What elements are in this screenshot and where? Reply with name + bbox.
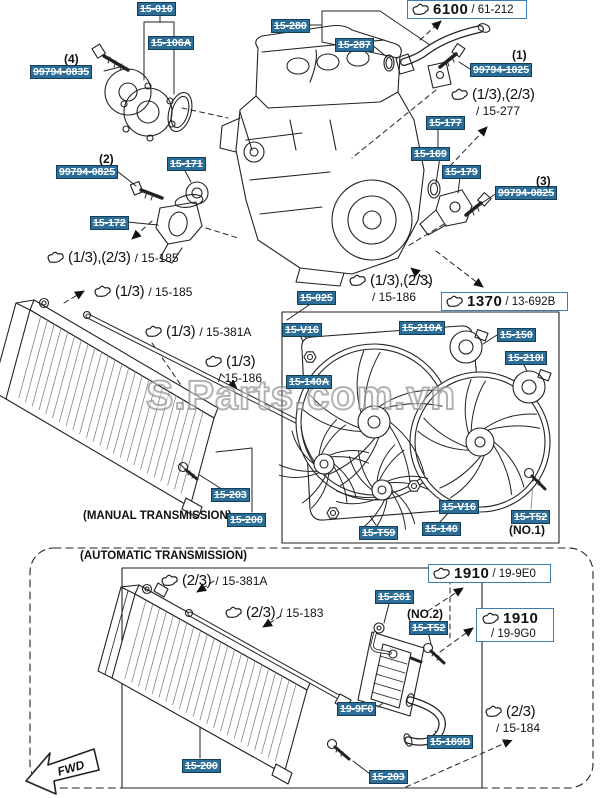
water-pump-drawing: [104, 68, 193, 142]
part-label-15-v16[interactable]: 15-V16: [282, 323, 322, 337]
fwd-arrow: FWD: [25, 748, 100, 795]
part-label-15-169[interactable]: 15-169: [411, 147, 450, 161]
auto-section-drawing: [29, 547, 594, 789]
qty-note: (4): [64, 52, 79, 66]
part-ref-note-15-184: (2/3)/ 15-184: [484, 703, 540, 735]
part-label-15-179[interactable]: 15-179: [442, 165, 481, 179]
ref-box-19-9e0[interactable]: 1910/ 19-9E0: [428, 564, 551, 583]
bolt-drawing: [91, 43, 130, 72]
engine-ref-icon: [485, 705, 502, 717]
part-label-15-189b[interactable]: 15-189B: [427, 735, 474, 749]
part-label-15-287[interactable]: 15-287: [335, 38, 374, 52]
part-label-15-210i[interactable]: 15-210I: [505, 351, 547, 365]
part-label-15-t52[interactable]: 15-T52: [511, 510, 551, 524]
part-label-15-t59[interactable]: 15-T59: [359, 526, 399, 540]
part-ref-note-15-185: (1/3)/ 15-185: [93, 283, 192, 301]
part-label-99794-0835[interactable]: 99794-0835: [30, 65, 93, 79]
engine-ref-icon: [433, 567, 450, 579]
hose-drawing: [403, 693, 446, 747]
part-label-15-261[interactable]: 15-261: [375, 590, 414, 604]
part-ref-note-15-186: (1/3),(2/3)/ 15-186: [348, 272, 433, 304]
bolt-drawing-auto: [326, 738, 351, 761]
engine-ref-icon: [349, 274, 366, 286]
qty-note: (NO.1): [509, 523, 545, 537]
part-label-15-280[interactable]: 15-280: [271, 19, 310, 33]
part-label-15-171[interactable]: 15-171: [167, 157, 206, 171]
engine-ref-icon: [225, 606, 242, 618]
part-label-99794-0825[interactable]: 99794-0825: [495, 186, 558, 200]
engine-ref-icon: [205, 355, 222, 367]
ref-box-13-692b[interactable]: 1370/ 13-692B: [441, 292, 568, 311]
thermostat-drawing: [129, 180, 209, 264]
caption-manual-transmission: (MANUAL TRANSMISSION): [83, 510, 232, 522]
engine-ref-icon: [451, 88, 468, 100]
cooler-fitting-drawing: [370, 622, 398, 659]
part-label-15-025[interactable]: 15-025: [297, 291, 336, 305]
part-ref-note-15-381a: (1/3)/ 15-381A: [144, 323, 251, 341]
part-label-15-210a[interactable]: 15-210A: [399, 321, 446, 335]
engine-ref-icon: [47, 251, 64, 263]
part-label-99794-0825[interactable]: 99794-0825: [56, 165, 119, 179]
part-ref-note-15-185: (1/3),(2/3)/ 15-185: [46, 249, 179, 267]
engine-ref-icon: [145, 325, 162, 337]
part-label-15-140[interactable]: 15-140: [422, 522, 461, 536]
part-label-15-172[interactable]: 15-172: [90, 216, 129, 230]
screw-drawing: [422, 642, 446, 665]
water-outlet-drawing: [419, 179, 492, 236]
part-label-15-150[interactable]: 15-150: [497, 328, 536, 342]
engine-ref-icon: [482, 612, 499, 624]
part-label-15-203[interactable]: 15-203: [211, 488, 250, 502]
qty-note: (1): [512, 48, 527, 62]
part-label-15-200[interactable]: 15-200: [227, 513, 266, 527]
part-ref-note-15-277: (1/3),(2/3)/ 15-277: [450, 86, 535, 118]
radiator-auto-drawing: [97, 582, 312, 785]
qty-note: (NO.2): [407, 607, 443, 621]
engine-ref-icon: [446, 295, 463, 307]
part-label-19-9f0[interactable]: 19-9F0: [337, 702, 377, 716]
ref-box-61-212[interactable]: 6100/ 61-212: [407, 0, 527, 19]
part-label-15-140a[interactable]: 15-140A: [286, 375, 333, 389]
part-label-15-010[interactable]: 15-010: [137, 2, 176, 16]
part-ref-note-15-186: (1/3)/ 15-186: [204, 353, 262, 385]
radiator-manual-drawing: [0, 297, 219, 519]
engine-ref-icon: [412, 3, 429, 15]
engine-ref-icon: [94, 285, 111, 297]
part-label-15-t52[interactable]: 15-T52: [409, 621, 449, 635]
ref-box-19-9g0[interactable]: 1910/ 19-9G0: [476, 608, 554, 642]
part-label-15-177[interactable]: 15-177: [426, 116, 465, 130]
qty-note: (3): [536, 174, 551, 188]
part-label-15-106a[interactable]: 15-106A: [148, 36, 195, 50]
caption-automatic-transmission: (AUTOMATIC TRANSMISSION): [80, 550, 247, 562]
qty-note: (2): [99, 152, 114, 166]
fan-assembly-drawing: [278, 311, 560, 544]
part-ref-note-15-381a: (2/3)/ 15-381A: [160, 572, 267, 590]
part-label-99794-1025[interactable]: 99794-1025: [470, 63, 533, 77]
part-label-15-v16[interactable]: 15-V16: [439, 500, 479, 514]
part-label-15-203[interactable]: 15-203: [369, 770, 408, 784]
engine-ref-icon: [161, 574, 178, 586]
engine-drawing: [219, 24, 425, 287]
part-label-15-200[interactable]: 15-200: [182, 759, 221, 773]
oil-cooler-drawing: [357, 631, 425, 717]
part-ref-note-15-183: (2/3)/ 15-183: [224, 604, 323, 622]
water-inlet-pipe-drawing: [383, 23, 491, 89]
